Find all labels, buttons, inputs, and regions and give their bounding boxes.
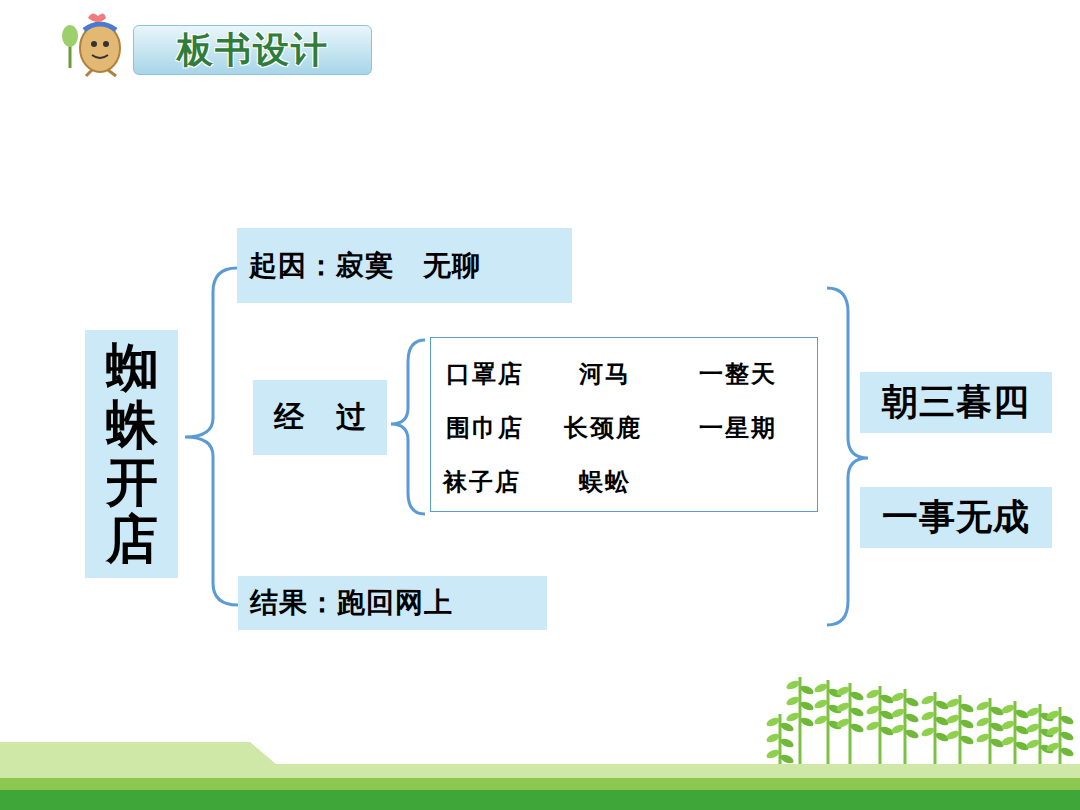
slide-title: 板书设计	[177, 26, 329, 75]
brace	[827, 288, 868, 625]
node-label: 蜘蛛开店	[106, 340, 158, 569]
node-label: 经 过	[274, 397, 367, 438]
table-cell: 一星期	[699, 412, 777, 444]
ground-band	[0, 742, 1080, 810]
table-cell: 河马	[579, 358, 631, 390]
result-box: 结果：跑回网上	[238, 576, 547, 630]
cause-box: 起因：寂寞 无聊	[237, 228, 572, 303]
table-cell: 一整天	[699, 358, 777, 390]
node-label: 一事无成	[882, 493, 1030, 542]
plant-decoration	[765, 677, 1075, 765]
table-cell: 袜子店	[443, 466, 521, 498]
moral-box: 朝三暮四	[860, 372, 1052, 433]
table-cell: 蜈蚣	[579, 466, 631, 498]
brace	[391, 340, 425, 514]
brace	[185, 268, 238, 605]
table-cell: 围巾店	[446, 412, 524, 444]
node-label: 结果：跑回网上	[250, 584, 453, 622]
ground-band	[0, 778, 1080, 790]
node-label: 朝三暮四	[882, 378, 1030, 427]
mascot-icon	[62, 13, 120, 76]
table-cell: 长颈鹿	[564, 412, 642, 444]
detail-box: 口罩店 河马 一整天围巾店 长颈鹿 一星期袜子店 蜈蚣	[430, 337, 818, 512]
process-box: 经 过	[253, 380, 387, 455]
moral-box: 一事无成	[860, 487, 1052, 548]
title-box: 蜘蛛开店	[85, 330, 178, 578]
table-cell: 口罩店	[446, 358, 524, 390]
header-tab: 板书设计	[133, 25, 372, 75]
node-label: 起因：寂寞 无聊	[249, 247, 481, 285]
ground-band	[0, 790, 1080, 810]
